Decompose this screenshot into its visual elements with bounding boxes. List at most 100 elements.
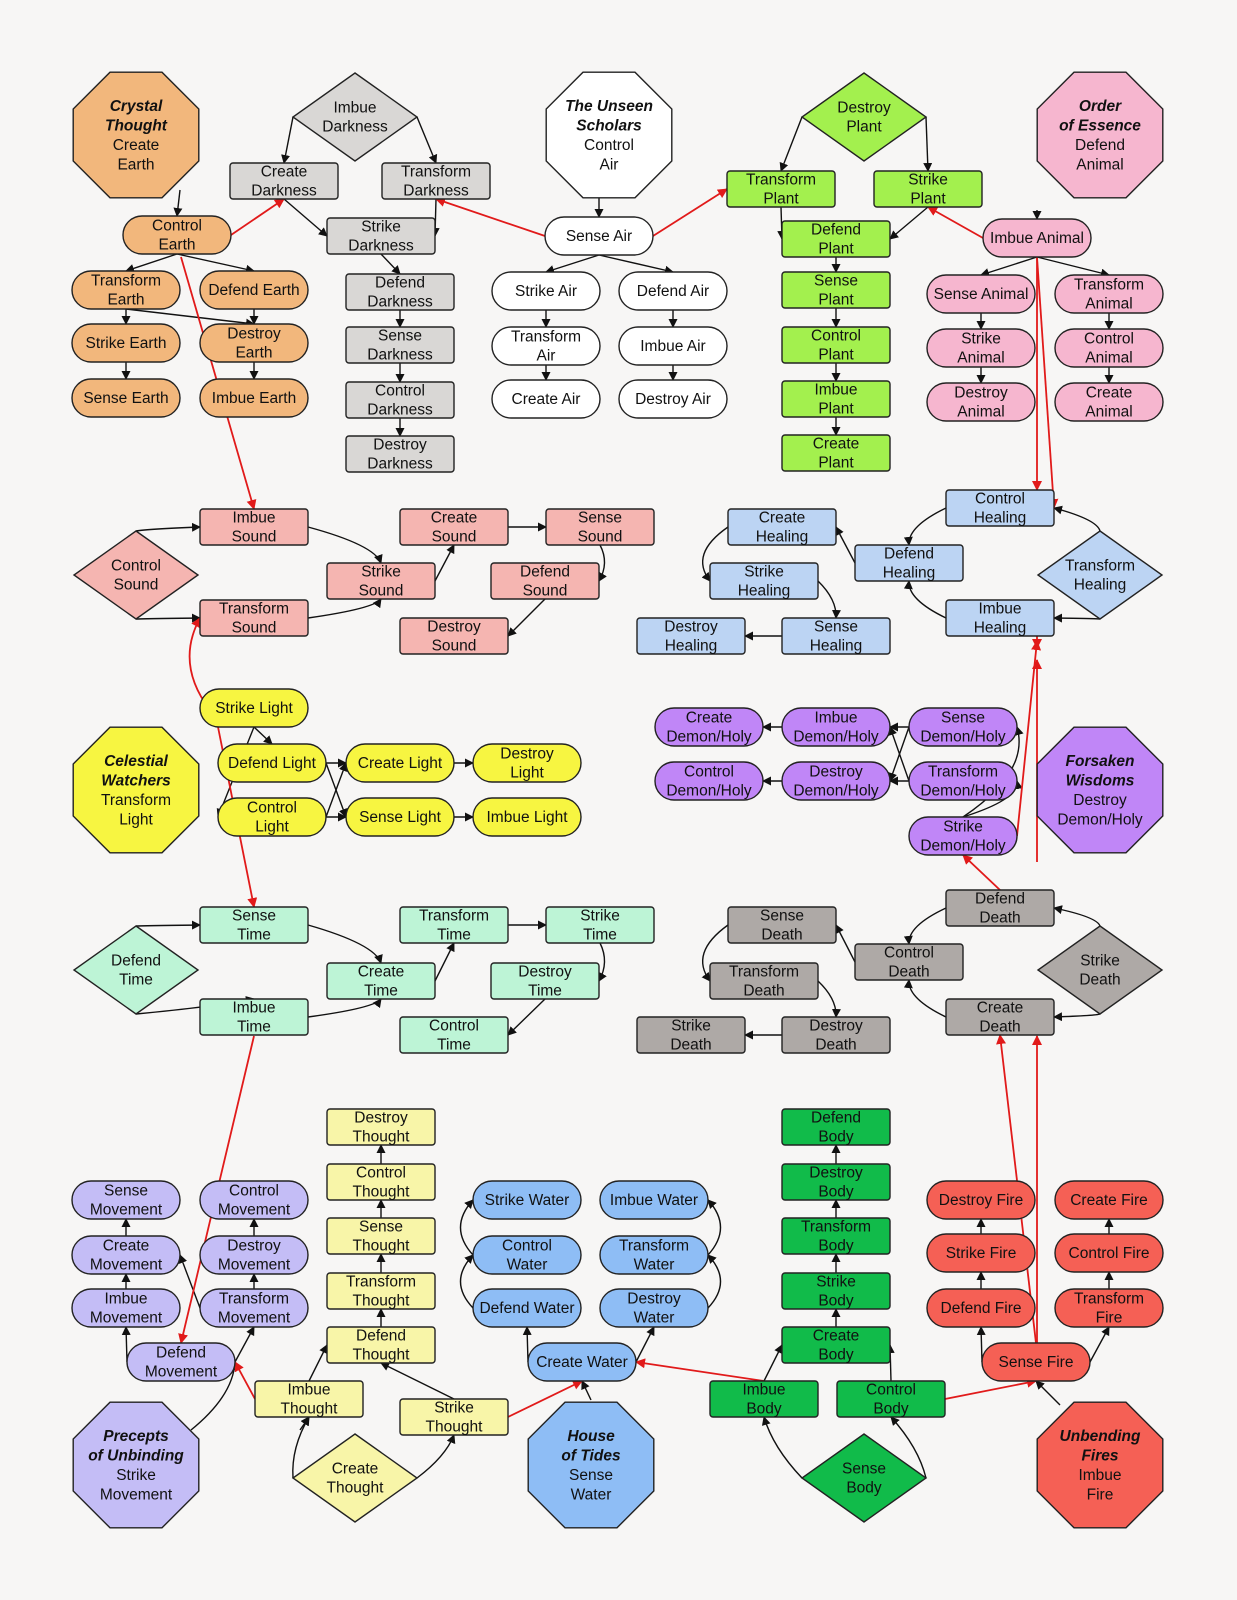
- node-strike-earth: Strike Earth: [71, 323, 181, 363]
- tree-arrow: [545, 254, 600, 274]
- tree-arrow: [1053, 505, 1101, 532]
- tree-arrow: [135, 522, 201, 532]
- link-arrow: [435, 197, 546, 237]
- tree-arrow: [890, 1416, 927, 1479]
- tree-arrow: [459, 1199, 474, 1256]
- node-destroy-fire: Destroy Fire: [926, 1180, 1036, 1220]
- tree-arrow: [416, 116, 438, 164]
- tree-arrow: [707, 1254, 722, 1309]
- tree-arrow: [380, 1362, 455, 1400]
- node-label: Create Water: [536, 1354, 628, 1371]
- tree-arrow: [308, 1344, 328, 1382]
- node-label: Sense Air: [566, 228, 632, 245]
- node-label: Defend Fire: [941, 1300, 1022, 1317]
- tree-arrow: [817, 580, 841, 619]
- node-label: Create Fire: [1070, 1192, 1148, 1209]
- node-sense-light: Sense Light: [345, 797, 455, 837]
- node-create-light: Create Light: [345, 743, 455, 783]
- link-arrow: [507, 1380, 583, 1418]
- node-defend-fire: Defend Fire: [926, 1288, 1036, 1328]
- tree-arrow: [635, 1326, 655, 1363]
- node-label: Control Fire: [1069, 1245, 1150, 1262]
- node-sense-air: Sense Air: [544, 216, 654, 256]
- tree-arrow: [903, 507, 947, 546]
- tree-arrow: [135, 613, 201, 623]
- node-label: Imbue Earth: [212, 390, 296, 407]
- node-label: Defend Water: [479, 1300, 574, 1317]
- tree-arrow: [507, 598, 546, 637]
- node-create-air: Create Air: [491, 379, 601, 419]
- tree-arrow: [889, 206, 929, 240]
- node-create-fire: Create Fire: [1054, 1180, 1164, 1220]
- node-label: Imbue Animal: [990, 230, 1084, 247]
- link-arrow: [230, 198, 285, 236]
- node-create-water: Create Water: [527, 1342, 637, 1382]
- node-label: Sense Animal: [934, 286, 1029, 303]
